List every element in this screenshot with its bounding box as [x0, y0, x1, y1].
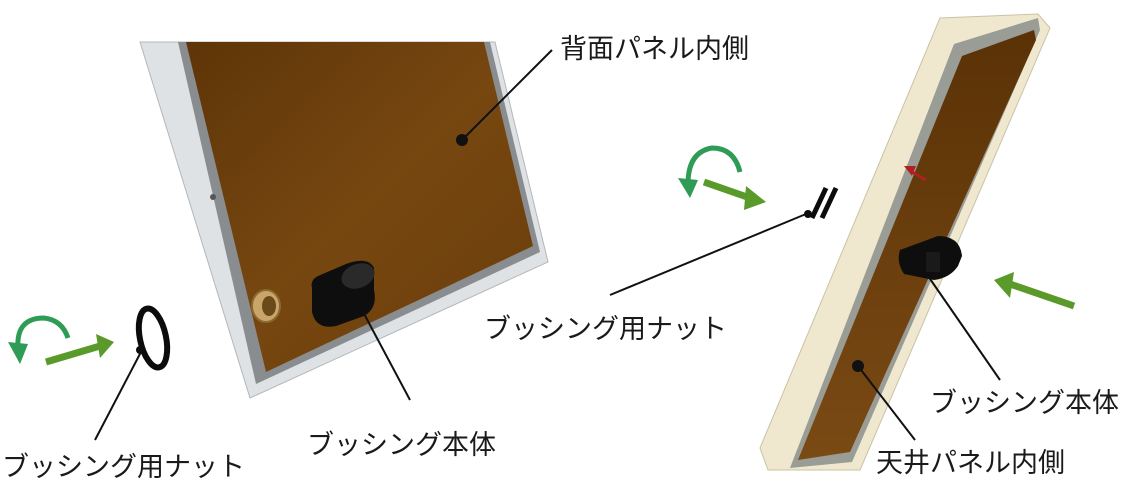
- back-panel: [139, 41, 549, 399]
- rotate-arrow-left: [8, 315, 71, 364]
- label-ceiling-panel-inner: 天井パネル内側: [876, 448, 1065, 479]
- bushing-nut-right: [804, 186, 839, 220]
- bushing-body-left: [311, 260, 375, 327]
- bushing-body-right: [898, 236, 962, 280]
- bushing-nut-left: [135, 305, 171, 371]
- push-arrow-left: [45, 334, 114, 366]
- label-bushing-nut-right: ブッシング用ナット: [484, 314, 727, 345]
- label-bushing-body-right: ブッシング本体: [930, 388, 1119, 419]
- hint-arrow-red: [904, 166, 927, 182]
- label-bushing-nut-left: ブッシング用ナット: [2, 452, 245, 483]
- push-arrow-right-upper: [702, 178, 766, 210]
- leader-dots: [456, 134, 864, 372]
- rotate-arrow-right: [678, 145, 743, 198]
- push-arrow-right-lower: [994, 272, 1076, 310]
- leader-lines: [94, 49, 1001, 441]
- label-back-panel-inner: 背面パネル内側: [560, 34, 749, 65]
- label-bushing-body-left: ブッシング本体: [307, 430, 496, 461]
